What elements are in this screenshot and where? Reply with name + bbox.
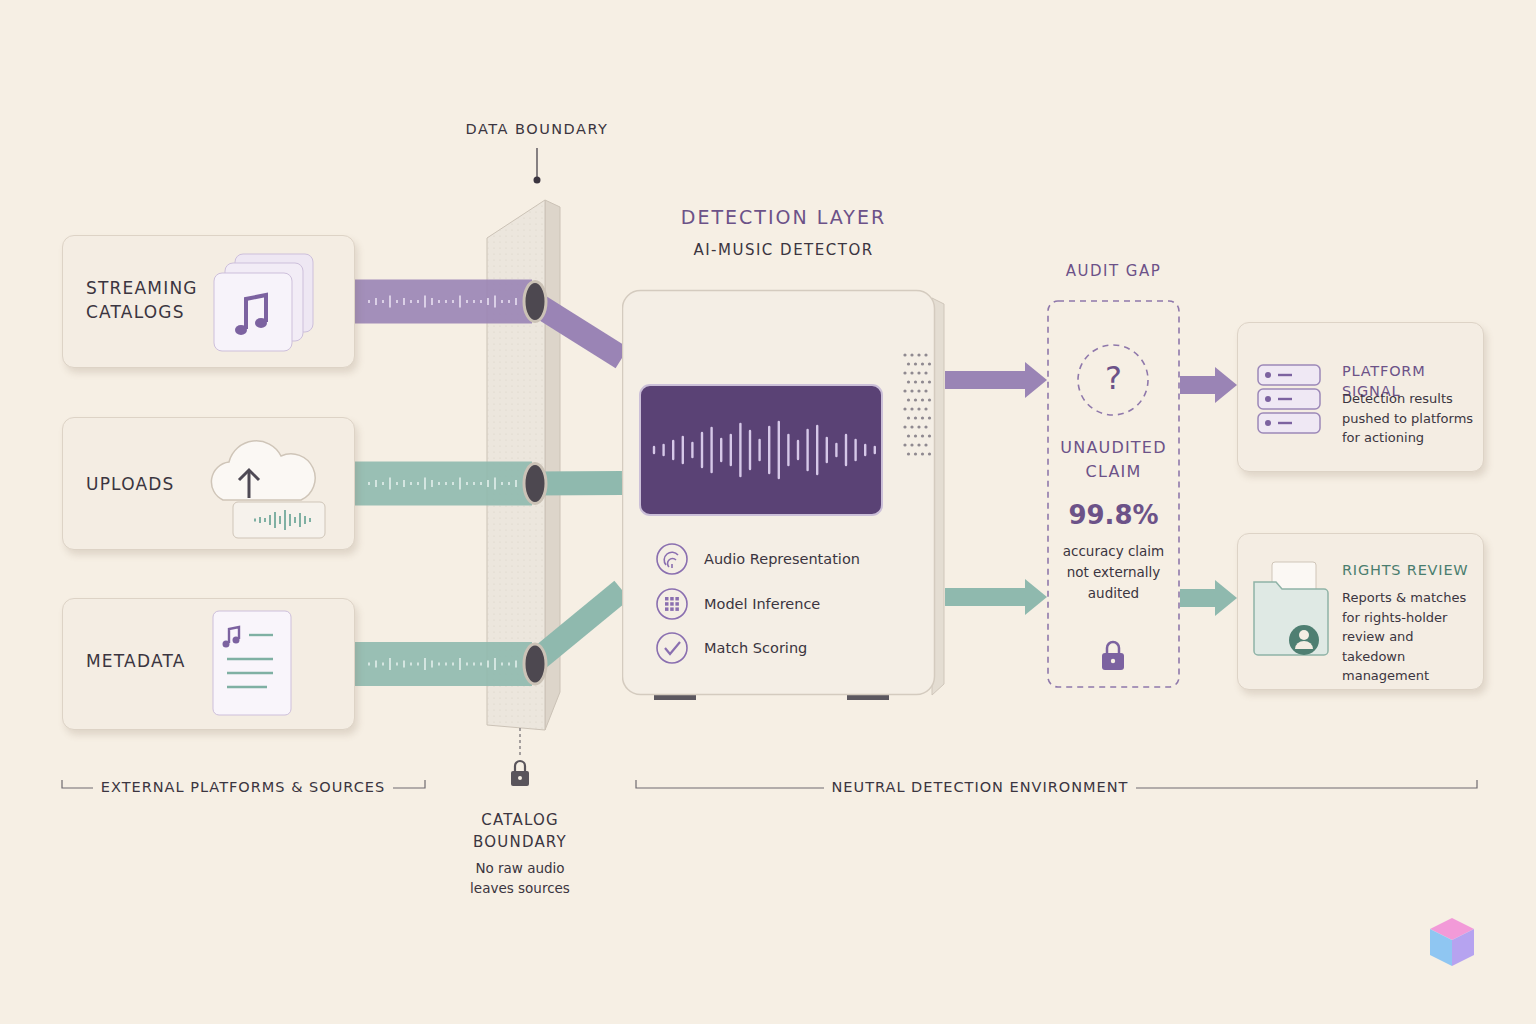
connector — [355, 280, 622, 359]
output-box: PLATFORM SIGNALDetection results pushed … — [1237, 322, 1484, 472]
group-label: EXTERNAL PLATFORMS & SOURCES — [93, 777, 393, 797]
node-text: Audio Representation — [704, 549, 924, 569]
leader-line — [536, 148, 537, 178]
connector — [1180, 367, 1237, 403]
leader-line — [519, 728, 520, 758]
source-box: STREAMING CATALOGS — [62, 235, 355, 368]
node-text: Model Inference — [704, 594, 924, 614]
node-text: Reports & matches for rights-holder revi… — [1342, 588, 1477, 686]
connector — [945, 362, 1047, 398]
node-text: Match Scoring — [704, 638, 924, 658]
node-text: ? — [1047, 358, 1180, 398]
boundary-label: CATALOG BOUNDARY — [455, 809, 585, 853]
connector — [355, 462, 622, 506]
group-label: NEUTRAL DETECTION ENVIRONMENT — [824, 777, 1137, 797]
lock-icon — [1102, 642, 1124, 670]
source-box: METADATA — [62, 598, 355, 730]
node-title: AUDIT GAP — [1037, 260, 1190, 282]
logo-cube — [1430, 918, 1474, 966]
detector-housing — [622, 200, 952, 700]
node-text: Detection results pushed to platforms fo… — [1342, 389, 1477, 448]
leader-dot — [534, 177, 541, 184]
connector — [355, 590, 622, 686]
connector — [945, 579, 1047, 615]
lock-icon — [511, 761, 529, 786]
node-title: UPLOADS — [86, 472, 211, 496]
detector-box: DETECTION LAYERAI-MUSIC DETECTORAudio Re… — [622, 200, 945, 695]
audit-gap-box: AUDIT GAP?UNAUDITED CLAIM99.8%accuracy c… — [1047, 258, 1180, 688]
source-box: UPLOADS — [62, 417, 355, 550]
output-box: RIGHTS REVIEW Reports & matches for right… — [1237, 533, 1484, 690]
node-title: RIGHTS REVIEW — [1342, 560, 1482, 580]
node-title: METADATA — [86, 649, 211, 673]
node-text: AI-MUSIC DETECTOR — [602, 239, 965, 261]
connector — [1180, 580, 1237, 616]
node-text: 99.8% — [1047, 498, 1180, 532]
node-title: STREAMING CATALOGS — [86, 276, 211, 324]
boundary-label: DATA BOUNDARY — [427, 119, 647, 139]
node-text: UNAUDITED CLAIM — [1051, 436, 1176, 484]
row-icon — [657, 544, 687, 663]
node-title: DETECTION LAYER — [602, 204, 965, 230]
note-text: No raw audio leaves sources — [460, 858, 580, 898]
node-text: accuracy claim not externally audited — [1053, 541, 1174, 604]
